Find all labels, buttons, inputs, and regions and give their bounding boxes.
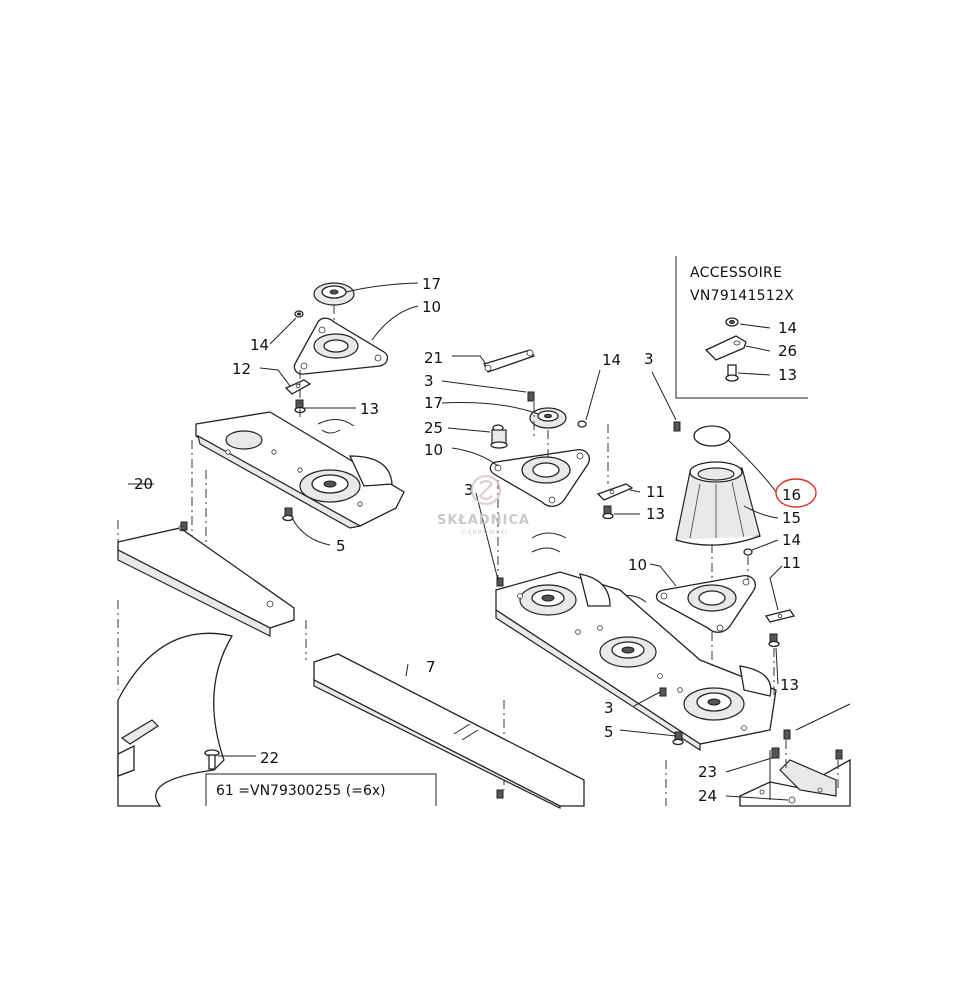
center-cutter-bar-icon — [495, 571, 777, 752]
label-20: 20 — [134, 475, 153, 493]
left-cap-icon — [313, 282, 355, 306]
right-drum-assembly: 3 16 15 14 11 10 13 — [628, 350, 817, 700]
label-7: 7 — [426, 658, 436, 676]
label-3-lower: 3 — [604, 699, 614, 717]
bracket-bolt-icon — [783, 729, 791, 740]
center-knife-icon — [596, 483, 634, 501]
right-screw-icon — [673, 421, 681, 432]
left-bolt-5-icon — [282, 507, 294, 522]
right-triangle-plate-icon — [655, 575, 756, 633]
accessory-title: ACCESSOIRE — [690, 265, 782, 281]
watermark-logo: SKŁADNICA DĄBROWSKI — [437, 474, 530, 536]
label-25: 25 — [424, 419, 443, 437]
label-17-center: 17 — [424, 394, 443, 412]
center-bolt-5-icon — [672, 731, 684, 746]
left-screw-icon — [180, 521, 188, 531]
center-rotation-arrow-icon — [531, 532, 567, 539]
label-17-left: 17 — [422, 275, 441, 293]
left-rotation-arrow-icon — [317, 419, 355, 427]
label-13-left: 13 — [360, 400, 379, 418]
accessory-blade-holder-icon — [704, 335, 747, 361]
label-16: 16 — [782, 486, 801, 504]
label-21: 21 — [424, 349, 443, 367]
right-nut-icon — [743, 548, 753, 556]
bottom-right-bracket-assembly: 23 24 — [698, 703, 851, 807]
bracket-bolt-23-icon — [771, 747, 780, 759]
left-nut-icon — [294, 310, 304, 318]
accessory-part-number: VN79141512X — [690, 288, 794, 304]
label-16-highlight-circle — [775, 478, 817, 508]
label-24: 24 — [698, 787, 717, 805]
label-3-bar: 3 — [464, 481, 474, 499]
center-screw-icon — [527, 391, 535, 402]
label-10-left: 10 — [422, 298, 441, 316]
left-knife-icon — [284, 379, 312, 395]
kit-box: 61 =VN79300255 (=6x) — [205, 773, 437, 806]
center-nut-icon — [577, 420, 587, 428]
left-curved-shield-icon — [117, 632, 234, 807]
accessory-box: ACCESSOIRE VN79141512X 14 26 13 — [675, 256, 808, 399]
label-11-right: 11 — [782, 554, 801, 572]
label-22: 22 — [260, 749, 279, 767]
left-triangle-plate-icon — [293, 317, 389, 375]
center-cap-icon — [529, 407, 567, 429]
conical-drum-icon — [675, 461, 761, 546]
center-screw-3b-icon — [496, 577, 504, 587]
left-guard-rail-icon — [313, 653, 585, 809]
label-5-center: 5 — [604, 723, 614, 741]
accessory-label-13: 13 — [778, 366, 797, 384]
accessory-bolt-icon — [725, 364, 739, 382]
center-bolt-icon — [602, 505, 614, 520]
label-3-center: 3 — [424, 372, 434, 390]
accessory-label-14: 14 — [778, 319, 797, 337]
right-bolt-icon — [768, 633, 780, 648]
watermark-brand: SKŁADNICA — [437, 513, 530, 528]
label-14-center: 14 — [602, 351, 621, 369]
kit-box-text: 61 =VN79300255 (=6x) — [216, 783, 386, 799]
label-12-left: 12 — [232, 360, 251, 378]
center-screw-3d-icon — [659, 687, 667, 697]
label-3-right: 3 — [644, 350, 654, 368]
bushing-icon — [490, 424, 508, 449]
left-frame-beam-icon — [117, 524, 295, 637]
bracket-bolt-right-icon — [835, 749, 843, 760]
left-disc-assembly: 17 10 14 12 13 20 5 22 7 — [117, 275, 585, 809]
label-5-left: 5 — [336, 537, 346, 555]
label-14-right: 14 — [782, 531, 801, 549]
kit-box-border — [205, 773, 437, 806]
right-knife-icon — [764, 609, 796, 623]
accessory-nut-icon — [725, 317, 739, 327]
label-23: 23 — [698, 763, 717, 781]
link-rod-icon — [483, 349, 536, 373]
label-15: 15 — [782, 509, 801, 527]
label-13-right: 13 — [780, 676, 799, 694]
watermark-emblem-icon — [470, 474, 502, 506]
label-13-center: 13 — [646, 505, 665, 523]
label-10-center: 10 — [424, 441, 443, 459]
center-triangle-plate-icon — [489, 449, 590, 507]
bracket-nut-24-icon — [788, 796, 796, 804]
drum-cover-disc-icon — [693, 425, 731, 447]
accessory-label-26: 26 — [778, 342, 797, 360]
center-disc-assembly: 21 3 17 14 25 10 11 13 3 3 5 — [424, 349, 777, 806]
label-10-right: 10 — [628, 556, 647, 574]
watermark-sub: DĄBROWSKI — [462, 529, 508, 536]
left-bolt-22-icon — [204, 749, 220, 770]
label-14-left: 14 — [250, 336, 269, 354]
accessory-box-border — [675, 256, 808, 399]
rail-bolt-icon — [496, 789, 504, 799]
label-11-center: 11 — [646, 483, 665, 501]
left-cutter-bar-icon — [195, 411, 405, 529]
